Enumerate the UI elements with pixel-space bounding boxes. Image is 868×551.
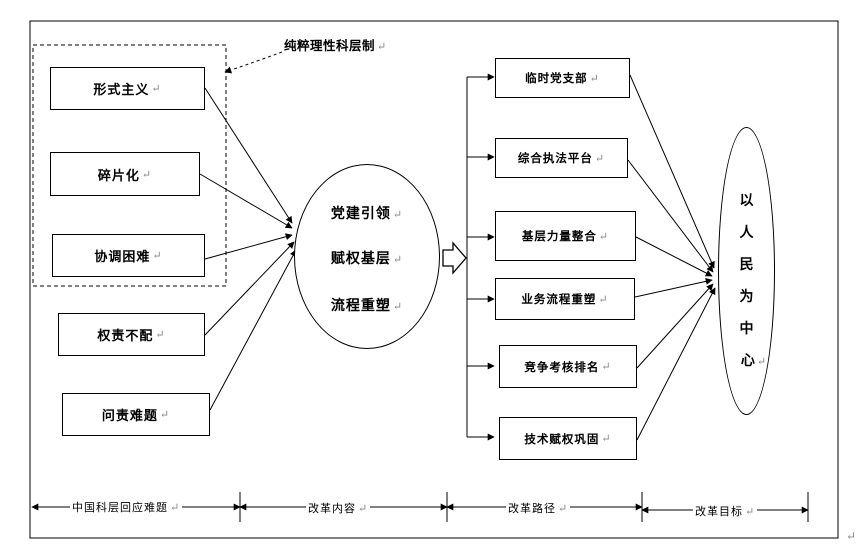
para-mark: ↵ (358, 502, 369, 515)
section-text-3: 改革路径 (508, 502, 556, 515)
problem-box-3: 协调困难↵ (52, 234, 205, 277)
path-box-5: 竞争考核排名↵ (499, 345, 637, 388)
dashed-note-text: 纯粹理性科层制 (284, 38, 376, 53)
path-label-6: 技术赋权巩固 (524, 431, 600, 446)
goal-char-3: 民 (739, 257, 754, 273)
problem-label-2: 碎片化 (97, 168, 140, 184)
problem-box-1: 形式主义↵ (50, 67, 205, 110)
para-mark: ↵ (159, 408, 171, 421)
goal-char-6: 心↵ (719, 350, 774, 370)
section-label-1: 中国科层回应难题↵ (70, 499, 183, 515)
para-mark: ↵ (155, 328, 166, 341)
para-mark: ↵ (598, 229, 610, 243)
goal-char-6-text: 心 (740, 353, 755, 369)
note-dashed-arrow (224, 51, 283, 74)
dashed-note: 纯粹理性科层制↵ (284, 35, 387, 54)
para-mark: ↵ (392, 253, 404, 266)
para-mark: ↵ (392, 300, 404, 313)
para-mark: ↵ (745, 505, 756, 518)
para-mark: ↵ (151, 82, 162, 95)
goal-char-2: 人 (739, 225, 754, 241)
section-text-2: 改革内容 (308, 502, 356, 515)
content-text-2: 赋权基层 (330, 251, 391, 267)
para-mark: ↵ (377, 40, 387, 53)
content-text-1: 党建引领 (330, 206, 391, 222)
problem-box-2: 碎片化↵ (50, 152, 200, 196)
path-box-1: 临时党支部↵ (495, 58, 630, 98)
para-mark: ↵ (589, 71, 600, 85)
goal-char-1: 以 (739, 193, 754, 209)
para-mark: ↵ (170, 501, 181, 514)
path-box-2: 综合执法平台↵ (495, 138, 628, 178)
path-box-6: 技术赋权巩固↵ (499, 417, 637, 460)
para-mark: ↵ (846, 529, 857, 543)
arrow-problem-3 (204, 233, 293, 260)
hollow-arrow (442, 241, 467, 275)
arrow-problem-5 (209, 249, 297, 411)
arrow-problem-2 (199, 173, 293, 229)
arrow-problem-1 (204, 87, 293, 224)
para-mark: ↵ (756, 355, 767, 368)
para-mark: ↵ (594, 151, 606, 165)
content-text-3: 流程重塑 (330, 298, 391, 314)
content-ellipse: 党建引领↵ 赋权基层↵ 流程重塑↵ (294, 164, 440, 349)
problem-box-5: 问责难题↵ (62, 393, 210, 436)
problem-label-4: 权责不配 (97, 329, 154, 344)
section-text-4: 改革目标 (695, 505, 743, 518)
path-box-3: 基层力量整合↵ (495, 211, 636, 261)
content-line-2: 赋权基层↵ (295, 248, 439, 268)
goal-char-5: 中 (739, 321, 754, 337)
path-label-2: 综合执法平台 (517, 151, 593, 165)
path-label-1: 临时党支部 (525, 71, 588, 85)
para-mark: ↵ (141, 167, 153, 181)
content-line-1: 党建引领↵ (295, 203, 439, 223)
section-text-1: 中国科层回应难题 (72, 501, 168, 514)
para-mark: ↵ (152, 249, 163, 262)
goal-char-4: 为 (739, 289, 754, 305)
goal-ellipse: 以 人 民 为 中 心↵ (718, 127, 775, 415)
para-mark: ↵ (392, 208, 404, 221)
problem-label-5: 问责难题 (101, 409, 158, 424)
path-box-4: 业务流程重塑↵ (495, 278, 635, 320)
section-label-4: 改革目标↵ (693, 503, 758, 519)
path-label-5: 竞争考核排名 (524, 359, 600, 374)
content-line-3: 流程重塑↵ (295, 295, 439, 315)
arrow-problem-4 (204, 241, 295, 336)
problem-box-4: 权责不配↵ (58, 313, 205, 356)
para-mark: ↵ (598, 292, 609, 306)
para-mark: ↵ (601, 432, 612, 445)
problem-label-3: 协调困难 (94, 250, 151, 265)
problem-label-1: 形式主义 (93, 83, 150, 98)
para-mark: ↵ (558, 502, 569, 515)
section-label-3: 改革路径↵ (506, 500, 571, 516)
path-label-3: 基层力量整合 (521, 229, 597, 243)
outer-frame (29, 20, 839, 539)
path-label-4: 业务流程重塑 (521, 292, 597, 306)
para-mark: ↵ (601, 360, 612, 373)
section-label-2: 改革内容↵ (306, 500, 371, 516)
